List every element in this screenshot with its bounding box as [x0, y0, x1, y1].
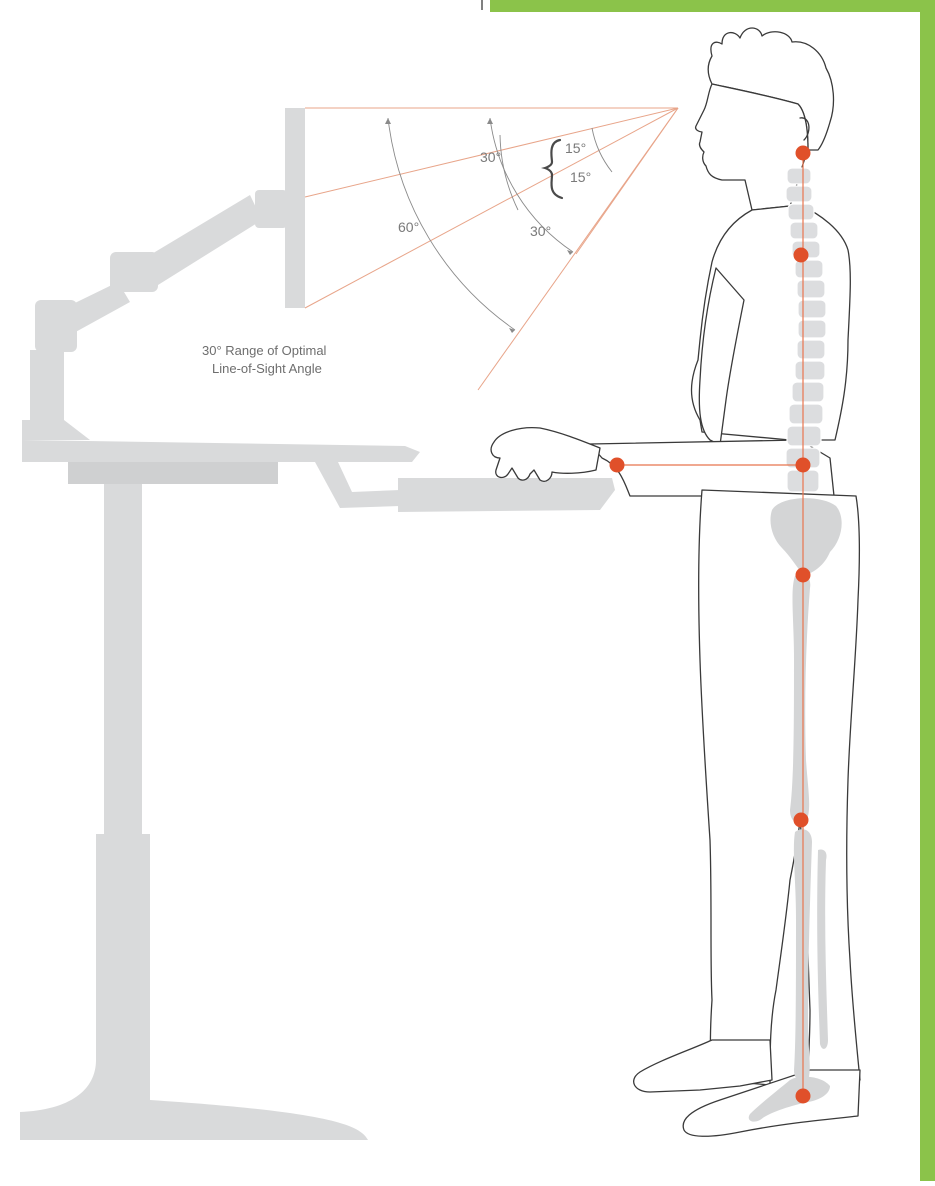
desk-foot — [20, 1060, 368, 1140]
joint-neck — [796, 146, 811, 161]
monitor-arm-elbow — [35, 300, 77, 352]
desk-column-lower — [96, 834, 150, 1094]
standing-desk — [20, 108, 615, 1140]
joint-hip — [796, 568, 811, 583]
angle-label-upper-small: 15° — [565, 140, 586, 156]
angle-label-lower-mid: 30° — [530, 223, 551, 239]
back-shoe — [634, 1040, 772, 1092]
caption-line-1: 30° Range of Optimal — [202, 343, 327, 358]
joint-elbow — [610, 458, 625, 473]
angle-label-upper-mid: 30° — [480, 149, 501, 165]
joint-lower-back — [796, 458, 811, 473]
hands — [491, 428, 600, 482]
angle-label-lower-small: 15° — [570, 169, 591, 185]
monitor-arm-upper — [145, 195, 262, 285]
desktop-surface — [22, 440, 420, 462]
pants — [699, 490, 860, 1085]
monitor-screen — [285, 108, 305, 308]
joint-upper-back — [794, 248, 809, 263]
keyboard-tray-arm — [315, 462, 400, 508]
monitor-mount — [255, 190, 287, 228]
desktop-under — [68, 462, 278, 484]
angle-label-wide: 60° — [398, 219, 419, 235]
keyboard-tray — [398, 478, 615, 512]
optimal-range-brace — [545, 140, 562, 198]
joint-knee — [794, 813, 809, 828]
monitor-arm-base — [22, 420, 90, 440]
caption-line-2: Line-of-Sight Angle — [212, 361, 322, 376]
right-accent-strip — [920, 0, 935, 1181]
joint-ankle — [796, 1089, 811, 1104]
desk-column-upper — [104, 484, 142, 834]
top-accent-bar — [490, 0, 920, 12]
